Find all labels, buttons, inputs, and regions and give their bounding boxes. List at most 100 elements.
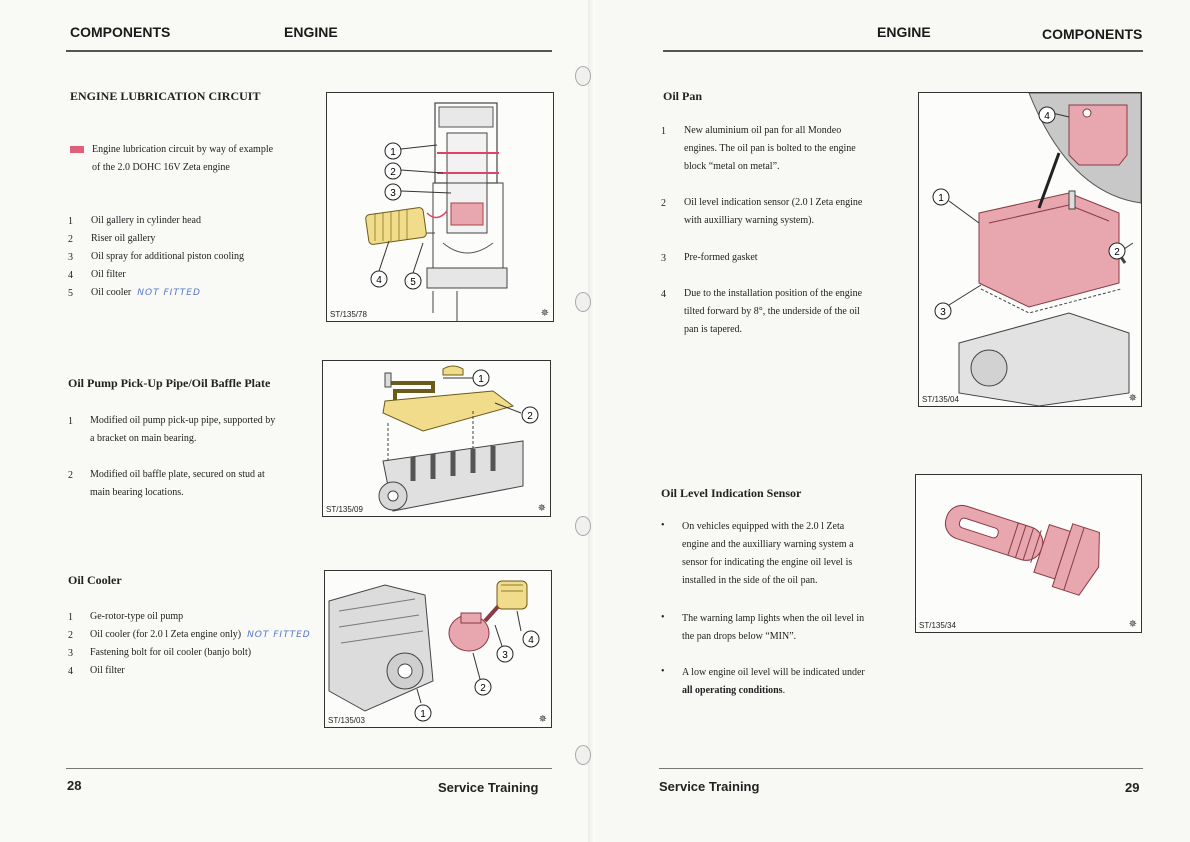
ford-logo-icon: ✵	[540, 308, 549, 319]
svg-text:4: 4	[1044, 111, 1050, 122]
bullet-icon: •	[661, 520, 665, 531]
binder-hole-icon	[575, 745, 591, 765]
cooler-figure: 1 2 3 4 ST/135/03 ✵	[324, 570, 552, 728]
binder-hole-icon	[575, 516, 591, 536]
svg-text:1: 1	[390, 147, 396, 158]
oilpan-title: Oil Pan	[663, 89, 703, 103]
right-footer-rule	[659, 768, 1143, 769]
handwritten-note: NOT FITTED	[247, 630, 311, 640]
callout-1: 1	[472, 369, 490, 387]
binder-hole-icon	[575, 292, 591, 312]
callout-2: 2	[474, 678, 492, 696]
list-item: Fastening bolt for oil cooler (banjo bol…	[90, 647, 252, 658]
lubrication-figure: 1 2 3 4 5 ST/135/78 ✵	[326, 92, 554, 322]
bullet-icon: •	[661, 612, 665, 623]
footer-right: Service Training	[659, 779, 760, 794]
right-header-chapter: ENGINE	[877, 24, 931, 40]
list-item: Due to the installation position of the …	[684, 288, 863, 335]
figure-label: ST/135/78	[330, 310, 367, 319]
svg-text:5: 5	[410, 277, 416, 288]
ford-logo-icon: ✵	[1128, 393, 1137, 404]
list-item: Oil filter	[90, 665, 125, 676]
left-page: COMPONENTS ENGINE ENGINE LUBRICATION CIR…	[66, 24, 554, 795]
oil-cooler-illustration: 1 2 3 4	[328, 580, 540, 722]
callout-2: 2	[521, 406, 539, 424]
list-number: 2	[68, 630, 73, 641]
svg-text:4: 4	[528, 635, 534, 646]
list-number: 4	[68, 666, 73, 677]
svg-text:2: 2	[390, 167, 396, 178]
sensor-title: Oil Level Indication Sensor	[661, 486, 802, 500]
left-footer-rule	[66, 768, 552, 769]
svg-text:2: 2	[1114, 247, 1120, 258]
svg-text:1: 1	[938, 193, 944, 204]
list-number: 1	[661, 126, 666, 137]
list-item: Pre-formed gasket	[684, 252, 758, 263]
list-number: 1	[68, 216, 73, 227]
svg-text:3: 3	[390, 188, 396, 199]
pickup-figure: 1 2 ST/135/09 ✵	[322, 360, 551, 517]
callout-5: 5	[404, 272, 422, 290]
list-item: Oil cooler (for 2.0 l Zeta engine only)N…	[90, 629, 311, 640]
svg-text:2: 2	[527, 411, 533, 422]
list-item: Modified oil baffle plate, secured on st…	[90, 469, 265, 498]
list-number: 3	[68, 252, 73, 263]
figure-label: ST/135/04	[922, 395, 959, 404]
list-number: 4	[661, 289, 666, 300]
callout-1: 1	[932, 188, 950, 206]
svg-text:4: 4	[376, 275, 382, 286]
list-item: Oil filter	[91, 269, 126, 280]
list-item: New aluminium oil pan for all Mondeo eng…	[684, 125, 856, 172]
svg-text:3: 3	[502, 650, 508, 661]
ford-logo-icon: ✵	[537, 503, 546, 514]
page-number-left: 28	[67, 778, 82, 793]
list-item: Oil gallery in cylinder head	[91, 215, 201, 226]
list-number: 1	[68, 416, 73, 427]
callout-1: 1	[414, 704, 432, 722]
oil-pan-illustration: 1 2 3 4	[932, 93, 1141, 406]
handwritten-note: NOT FITTED	[137, 288, 201, 298]
figure-label: ST/135/34	[919, 621, 956, 630]
figure-label: ST/135/03	[328, 716, 365, 725]
pickup-pipe-illustration: 1 2	[378, 365, 539, 512]
pickup-title: Oil Pump Pick-Up Pipe/Oil Baffle Plate	[68, 376, 271, 390]
callout-4: 4	[370, 270, 388, 288]
oilpan-figure: 1 2 3 4 ST/135/04 ✵	[918, 92, 1142, 407]
ford-logo-icon: ✵	[538, 714, 547, 725]
lubrication-intro: Engine lubrication circuit by way of exa…	[92, 144, 274, 173]
left-header-chapter: ENGINE	[284, 24, 338, 40]
svg-text:1: 1	[420, 709, 426, 720]
list-item: Oil level indication sensor (2.0 l Zeta …	[684, 197, 863, 226]
list-number: 1	[68, 612, 73, 623]
svg-text:1: 1	[478, 374, 484, 385]
callout-3: 3	[384, 183, 402, 201]
lubrication-title: ENGINE LUBRICATION CIRCUIT	[70, 89, 261, 103]
bullet-icon: •	[661, 666, 665, 677]
oil-level-sensor-illustration	[944, 504, 1100, 596]
right-header-section: COMPONENTS	[1042, 26, 1143, 42]
figure-label: ST/135/09	[326, 505, 363, 514]
list-number: 2	[68, 470, 73, 481]
svg-text:3: 3	[940, 307, 946, 318]
list-number: 2	[68, 234, 73, 245]
callout-3: 3	[496, 645, 514, 663]
red-marker-icon	[70, 146, 84, 153]
callout-2: 2	[1108, 242, 1126, 260]
callout-3: 3	[934, 302, 952, 320]
callout-4: 4	[1038, 106, 1056, 124]
svg-text:2: 2	[480, 683, 486, 694]
list-number: 3	[68, 648, 73, 659]
list-number: 4	[68, 270, 73, 281]
engine-cutaway-illustration: 1 2 3 4 5	[365, 102, 508, 321]
bullet-item: A low engine oil level will be indicated…	[682, 667, 865, 696]
right-page: ENGINE COMPONENTS Oil Pan 1 New aluminiu…	[595, 0, 1190, 842]
left-header-rule	[66, 50, 552, 52]
left-header-section: COMPONENTS	[70, 24, 171, 40]
list-item: Riser oil gallery	[91, 233, 156, 244]
cooler-title: Oil Cooler	[68, 573, 122, 587]
list-item: Modified oil pump pick-up pipe, supporte…	[90, 415, 276, 444]
bullet-item: The warning lamp lights when the oil lev…	[682, 613, 865, 642]
footer-left: Service Training	[438, 780, 539, 795]
list-number: 2	[661, 198, 666, 209]
